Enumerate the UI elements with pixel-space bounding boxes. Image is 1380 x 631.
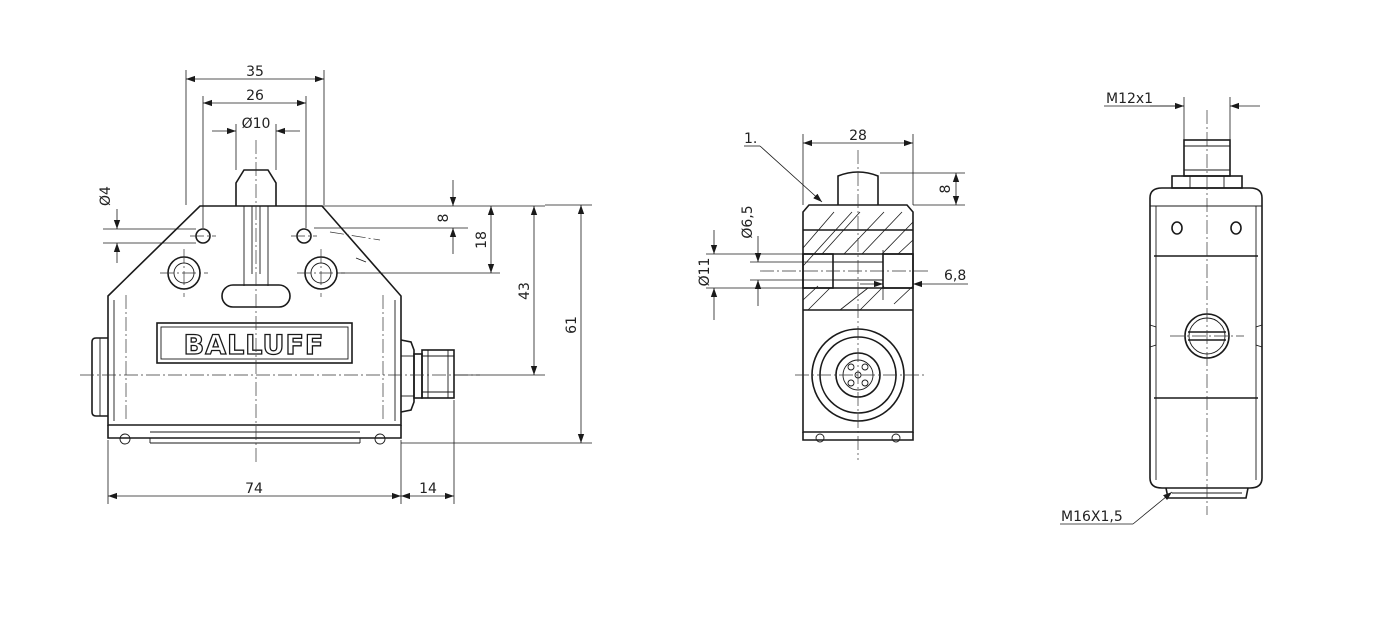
front-view: BALLUFF 35: [80, 64, 592, 504]
dim-43: 43: [454, 205, 545, 376]
dim-8-side: 8: [880, 172, 965, 206]
dim-26-label: 26: [246, 88, 264, 104]
dim-8-front: 8: [276, 180, 468, 254]
side-view: 28 8 1. Ø6,5 Ø11: [697, 128, 968, 460]
front-base-plate: [107, 425, 402, 439]
dim-61-label: 61: [564, 316, 580, 334]
dim-dia-4-label: Ø4: [98, 186, 114, 206]
rear-hole-right: [1230, 221, 1242, 235]
dim-14-label: 14: [419, 481, 437, 497]
dim-61: 61: [401, 204, 592, 444]
dim-35-label: 35: [246, 64, 264, 80]
dim-14: 14: [401, 400, 455, 504]
front-connector-thread: [413, 353, 423, 399]
dim-43-label: 43: [517, 282, 533, 300]
dim-6-8: 6,8: [860, 250, 968, 300]
front-housing-outline: [107, 205, 402, 426]
dim-18: 18: [337, 206, 500, 274]
dim-dia-6-5-label: Ø6,5: [740, 205, 756, 238]
brand-logo: BALLUFF: [184, 330, 325, 361]
brand-logo-frame: [156, 322, 353, 364]
dim-dia-6-5: Ø6,5: [740, 205, 833, 306]
front-left-cap: [91, 337, 108, 417]
dim-dia-11-label: Ø11: [697, 258, 713, 287]
rear-view: M12x1 M16X1,5: [1060, 91, 1263, 525]
dim-74: 74: [107, 440, 402, 504]
dim-6-8-label: 6,8: [944, 268, 966, 284]
front-connector-nut: [400, 339, 415, 413]
note-1-leader: 1.: [744, 131, 823, 203]
dim-dia-10: Ø10: [212, 116, 300, 170]
dim-dia-11: Ø11: [697, 230, 803, 320]
dim-28-label: 28: [849, 128, 867, 144]
rear-hole-left: [1171, 221, 1183, 235]
dim-m12: M12x1: [1104, 91, 1260, 140]
dim-dia-10-label: Ø10: [242, 116, 271, 132]
dim-dia-4: Ø4: [98, 186, 196, 263]
dim-8-side-label: 8: [938, 185, 954, 194]
dim-26: 26: [202, 88, 307, 228]
dim-18-label: 18: [474, 231, 490, 249]
dim-74-label: 74: [245, 481, 263, 497]
dim-m16: M16X1,5: [1060, 491, 1173, 525]
note-1-label: 1.: [744, 131, 757, 147]
dim-m12-label: M12x1: [1106, 91, 1153, 107]
dim-8-front-label: 8: [436, 214, 452, 223]
dim-28: 28: [802, 128, 914, 205]
dim-35: 35: [185, 64, 325, 205]
rear-body-outline: [1149, 187, 1263, 489]
dim-m16-label: M16X1,5: [1061, 509, 1123, 525]
